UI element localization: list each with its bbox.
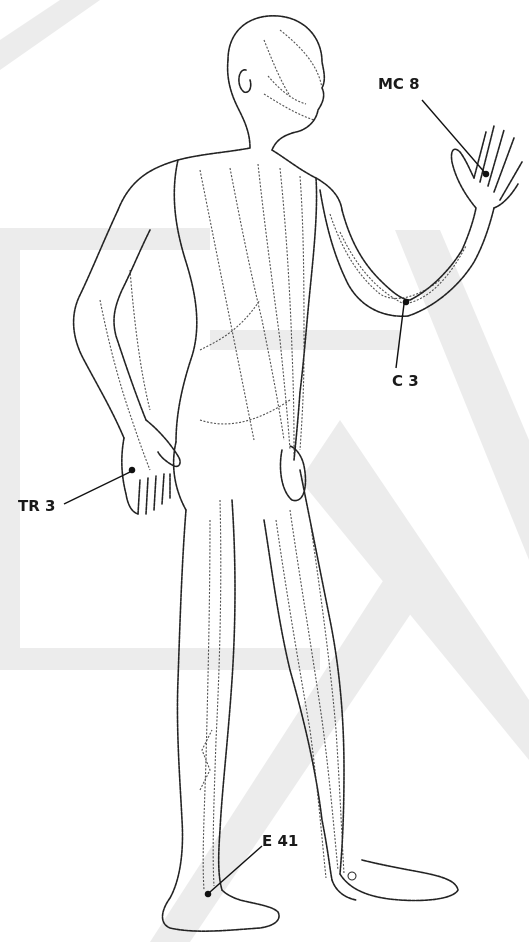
point-mc8 — [483, 171, 488, 176]
leader-tr3 — [64, 472, 130, 504]
label-c3: C 3 — [392, 372, 419, 390]
point-e41 — [205, 891, 210, 896]
label-e41: E 41 — [262, 832, 298, 850]
point-c3 — [403, 299, 408, 304]
leader-mc8 — [422, 100, 486, 174]
body-outline — [74, 16, 522, 931]
label-tr3: TR 3 — [18, 497, 55, 515]
point-tr3 — [129, 467, 134, 472]
ankle-marker — [348, 872, 356, 880]
label-mc8: MC 8 — [378, 75, 420, 93]
